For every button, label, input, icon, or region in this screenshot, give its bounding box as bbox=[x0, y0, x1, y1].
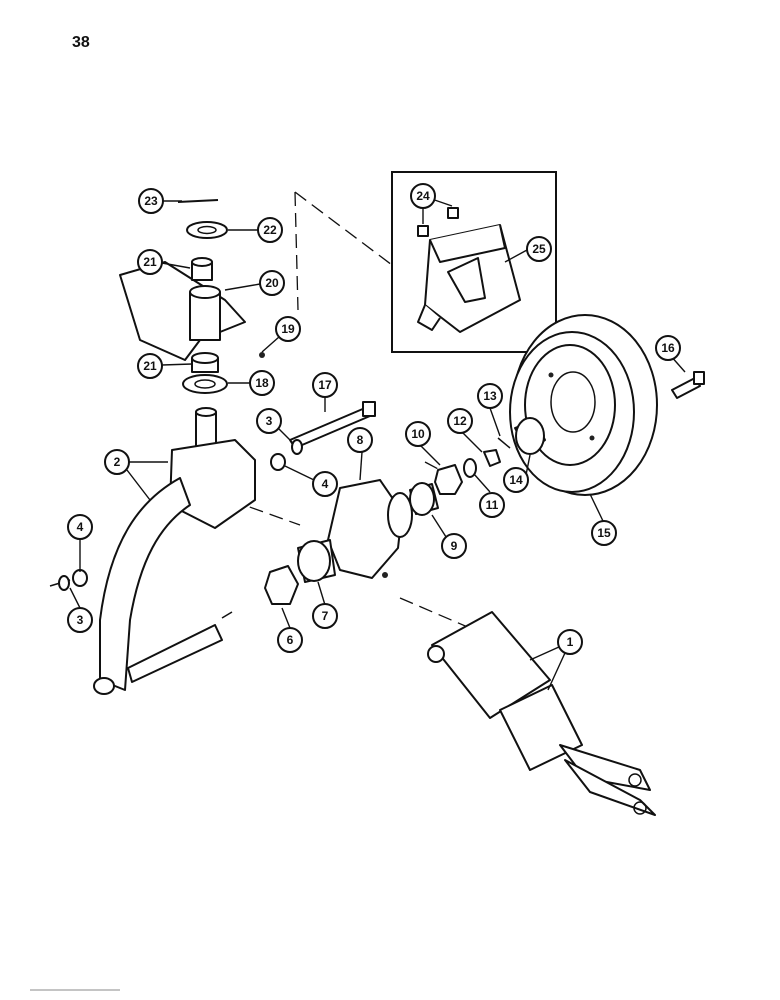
svg-text:3: 3 bbox=[77, 613, 84, 627]
svg-text:9: 9 bbox=[451, 539, 458, 553]
svg-text:10: 10 bbox=[411, 427, 425, 441]
svg-text:14: 14 bbox=[509, 473, 523, 487]
svg-text:15: 15 bbox=[597, 526, 611, 540]
callout-24: 24 bbox=[410, 183, 436, 209]
svg-text:4: 4 bbox=[77, 520, 84, 534]
svg-text:3: 3 bbox=[266, 414, 273, 428]
callout-10: 10 bbox=[405, 421, 431, 447]
part-10-nut bbox=[434, 464, 463, 495]
svg-text:6: 6 bbox=[287, 633, 294, 647]
svg-text:1: 1 bbox=[567, 635, 574, 649]
wheel-hub-parts bbox=[264, 437, 511, 605]
callout-2: 2 bbox=[104, 449, 130, 475]
bolt-hardware-lower bbox=[49, 569, 88, 591]
callout-17: 17 bbox=[312, 372, 338, 398]
callout-8: 8 bbox=[347, 427, 373, 453]
callout-21: 21 bbox=[137, 249, 163, 275]
callout-19: 19 bbox=[275, 316, 301, 342]
callout-23: 23 bbox=[138, 188, 164, 214]
svg-text:22: 22 bbox=[263, 223, 277, 237]
part-22-washer bbox=[186, 221, 228, 239]
callout-11: 11 bbox=[479, 492, 505, 518]
callout-3: 3 bbox=[256, 408, 282, 434]
part-13-cotter bbox=[497, 437, 511, 449]
bolt-hardware-upper bbox=[270, 401, 376, 471]
svg-text:25: 25 bbox=[532, 242, 546, 256]
svg-text:4: 4 bbox=[322, 477, 329, 491]
part-23-cotter-pin bbox=[177, 199, 219, 203]
callout-3: 3 bbox=[67, 607, 93, 633]
svg-text:13: 13 bbox=[483, 389, 497, 403]
svg-text:12: 12 bbox=[453, 414, 467, 428]
part-18-washer bbox=[182, 374, 228, 394]
callout-25: 25 bbox=[526, 236, 552, 262]
svg-text:16: 16 bbox=[661, 341, 675, 355]
part-15-wheel bbox=[509, 314, 705, 496]
callout-6: 6 bbox=[277, 627, 303, 653]
callout-21: 21 bbox=[137, 353, 163, 379]
pivot-bracket-assembly bbox=[119, 199, 265, 394]
callout-18: 18 bbox=[249, 370, 275, 396]
callout-20: 20 bbox=[259, 270, 285, 296]
callout-4: 4 bbox=[312, 471, 338, 497]
svg-text:21: 21 bbox=[143, 359, 157, 373]
page-number: 38 bbox=[72, 34, 90, 51]
part-20-bracket bbox=[119, 261, 246, 361]
part-12-nut bbox=[483, 449, 501, 467]
leader-lines bbox=[69, 195, 686, 691]
part-1-axle-mount bbox=[427, 611, 656, 816]
callout-14: 14 bbox=[503, 467, 529, 493]
part-3-washer bbox=[291, 439, 303, 455]
part-24-clip-left bbox=[417, 225, 429, 237]
callout-13: 13 bbox=[477, 383, 503, 409]
part-6-castle-nut bbox=[264, 565, 299, 605]
inset-box bbox=[391, 171, 557, 353]
callout-4: 4 bbox=[67, 514, 93, 540]
svg-text:11: 11 bbox=[486, 498, 499, 512]
part-11-washer bbox=[463, 458, 477, 478]
part-19-grease-fitting bbox=[259, 352, 265, 358]
part-24-clip-right bbox=[447, 207, 459, 219]
svg-text:20: 20 bbox=[265, 276, 279, 290]
callout-15: 15 bbox=[591, 520, 617, 546]
svg-text:23: 23 bbox=[144, 194, 158, 208]
svg-text:17: 17 bbox=[318, 378, 332, 392]
part-25-bracket bbox=[417, 224, 521, 333]
callout-16: 16 bbox=[655, 335, 681, 361]
part-2-spindle-arm bbox=[93, 407, 256, 695]
svg-text:18: 18 bbox=[255, 376, 269, 390]
svg-text:7: 7 bbox=[322, 609, 329, 623]
part-17-bolt-head bbox=[362, 401, 376, 417]
svg-text:21: 21 bbox=[143, 255, 157, 269]
part-4-nut bbox=[270, 453, 286, 471]
svg-text:24: 24 bbox=[416, 189, 430, 203]
callout-12: 12 bbox=[447, 408, 473, 434]
callout-7: 7 bbox=[312, 603, 338, 629]
callout-1: 1 bbox=[557, 629, 583, 655]
callout-22: 22 bbox=[257, 217, 283, 243]
svg-text:2: 2 bbox=[114, 455, 121, 469]
callout-9: 9 bbox=[441, 533, 467, 559]
part-20-tube bbox=[189, 291, 221, 341]
svg-text:19: 19 bbox=[281, 322, 295, 336]
part-4-nut-b bbox=[72, 569, 88, 587]
part-3-washer-b bbox=[58, 575, 70, 591]
svg-text:8: 8 bbox=[357, 433, 364, 447]
